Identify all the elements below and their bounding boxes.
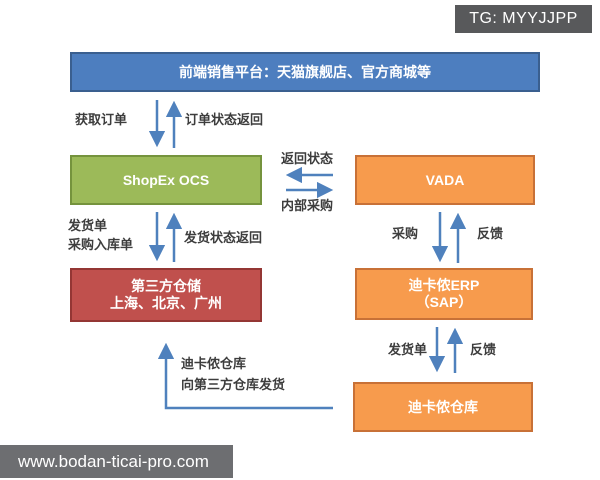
node-platform: 前端销售平台：天猫旗舰店、官方商城等 (70, 52, 540, 92)
node-third-party-warehouse-line2: 上海、北京、广州 (110, 295, 222, 311)
edge-label-feedback-erp: 反馈 (470, 342, 497, 357)
edge-label-delivery-note-erp: 发货单 (388, 342, 428, 357)
node-decathlon-erp-line2: （SAP） (415, 294, 473, 310)
node-decathlon-erp: 迪卡侬ERP （SAP） (355, 268, 533, 320)
edge-label-ship-line2: 向第三方仓库发货 (181, 377, 286, 392)
node-decathlon-erp-line1: 迪卡侬ERP (408, 277, 480, 293)
node-decathlon-warehouse-label: 迪卡侬仓库 (408, 398, 478, 415)
node-third-party-warehouse-line1: 第三方仓储 (131, 278, 201, 294)
node-vada-label: VADA (425, 171, 465, 188)
edge-label-purchase-inbound: 采购入库单 (68, 237, 134, 252)
edge-label-feedback-vada: 反馈 (477, 226, 504, 241)
watermark-label: www.bodan-ticai-pro.com (18, 451, 209, 471)
edge-label-get-order: 获取订单 (75, 112, 128, 127)
node-decathlon-warehouse: 迪卡侬仓库 (353, 382, 533, 432)
edge-label-purchase: 采购 (392, 226, 419, 241)
edge-label-ship: 迪卡侬仓库 向第三方仓库发货 (181, 353, 285, 395)
node-shopex-ocs: ShopEx OCS (70, 155, 262, 205)
edge-label-ship-line1: 迪卡侬仓库 (181, 356, 247, 371)
edge-label-internal-purchase: 内部采购 (281, 198, 334, 213)
edge-label-return-status: 返回状态 (281, 151, 334, 166)
node-shopex-ocs-label: ShopEx OCS (122, 171, 210, 188)
node-vada: VADA (355, 155, 535, 205)
watermark: www.bodan-ticai-pro.com (0, 445, 233, 478)
tg-badge-label: TG: MYYJJPP (469, 10, 578, 27)
edge-label-delivery-status-return: 发货状态返回 (184, 230, 263, 245)
edge-label-delivery-note: 发货单 (68, 218, 108, 233)
tg-badge: TG: MYYJJPP (455, 5, 592, 33)
edge-label-order-status-return: 订单状态返回 (185, 112, 264, 127)
node-third-party-warehouse: 第三方仓储 上海、北京、广州 (70, 268, 262, 322)
node-platform-label: 前端销售平台：天猫旗舰店、官方商城等 (179, 63, 431, 80)
